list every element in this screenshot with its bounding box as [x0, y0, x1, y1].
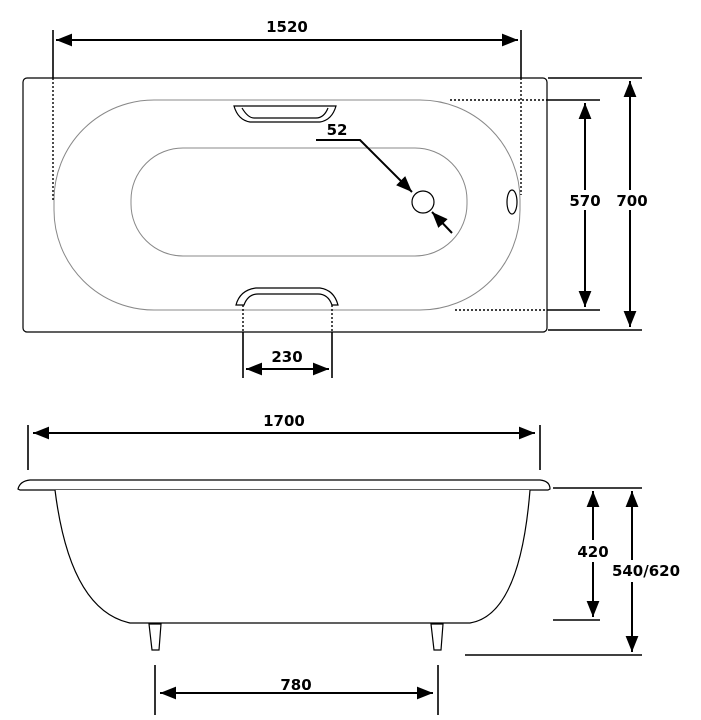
dim-width-570: 570	[569, 192, 600, 210]
drain-icon	[411, 190, 435, 214]
basin-floor	[130, 147, 468, 257]
tub-body-side	[54, 489, 531, 624]
dim-length-1700: 1700	[263, 412, 305, 430]
tub-rim	[17, 479, 551, 491]
dim-legs-780: 780	[280, 676, 311, 694]
dim-width-700: 700	[616, 192, 647, 210]
dim-height-540-620: 540/620	[612, 562, 680, 580]
handle-top	[233, 105, 337, 123]
dim-length-1520: 1520	[266, 18, 308, 36]
plan-view: 1520 570 700 230 52	[22, 18, 648, 378]
leg-right	[430, 623, 444, 651]
overflow-icon	[506, 189, 518, 215]
basin-outer	[53, 99, 521, 311]
tub-outline-top	[22, 77, 548, 333]
side-view: 1700 420 540/620 780	[17, 412, 686, 715]
dim-drain-52: 52	[327, 121, 348, 139]
dim-depth-420: 420	[577, 543, 608, 561]
dim-handle-230: 230	[271, 348, 302, 366]
leg-left	[148, 623, 162, 651]
